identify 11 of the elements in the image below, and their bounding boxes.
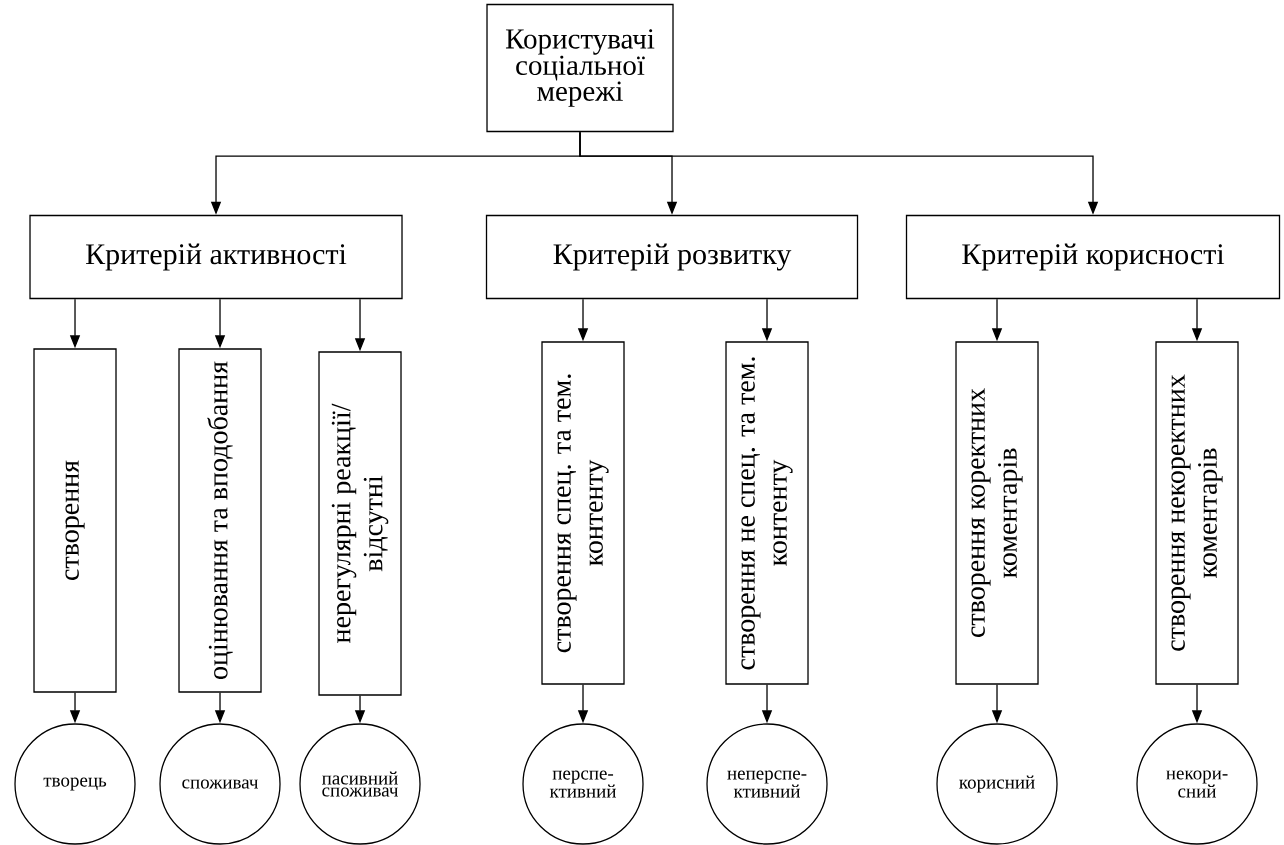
category-box: створення некоректних коментарів xyxy=(1155,341,1239,685)
criterion-box: Критерій активності xyxy=(29,214,403,300)
category-box: нерегулярні реакції/ відсутні xyxy=(318,351,402,696)
category-box: створення спец. та тем. контенту xyxy=(541,341,625,685)
category-box: створення не спец. та тем. контенту xyxy=(725,341,809,685)
criterion-box: Критерій розвитку xyxy=(485,214,859,300)
root-box: Користувачі соціальної мережі xyxy=(486,3,674,133)
criterion-box: Критерій корисності xyxy=(905,214,1281,300)
category-box: створення xyxy=(33,348,117,693)
category-box: створення коректних коментарів xyxy=(955,341,1039,685)
category-box: оцінювання та вподобання xyxy=(178,348,262,693)
